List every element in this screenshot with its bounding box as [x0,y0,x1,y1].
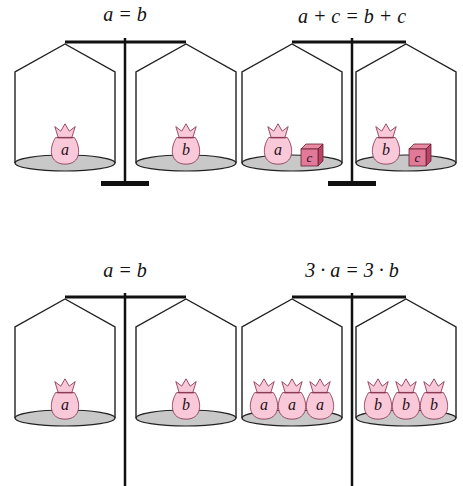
bag-letter: b [402,397,410,413]
weight-bag: b [361,377,395,421]
weight-bag: a [48,122,82,166]
bag-letter: a [274,142,282,158]
weight-bag: a [303,377,337,421]
bag-letter: b [430,397,438,413]
weight-bag: b [169,122,203,166]
weight-bag: b [417,377,451,421]
scale-pole [351,293,354,486]
bag-letter: a [316,397,324,413]
weight-bag: a [48,377,82,421]
weight-cube: c [301,144,323,166]
cube-letter: c [307,151,313,164]
scale-pole [351,38,354,183]
bag-letter: b [374,397,382,413]
weight-bag: a [261,122,295,166]
weight-bag: b [169,377,203,421]
bag-letter: a [288,397,296,413]
weight-bag: a [275,377,309,421]
scale-beam [292,41,406,44]
pan-base [356,155,456,171]
pan-frame [242,44,342,163]
bag-letter: b [382,142,390,158]
bag-letter: b [182,142,190,158]
scale-beam [292,296,406,299]
bag-letter: a [61,397,69,413]
scale-pole [124,293,127,486]
weight-bag: b [389,377,423,421]
scale-beam [65,296,186,299]
scale-pole [124,38,127,183]
balance-scale [15,38,236,186]
equation: a = b [103,258,147,282]
scale-base [328,181,376,186]
bag-letter: b [182,397,190,413]
pan-frame [356,44,456,163]
weight-cube: c [409,144,431,166]
weight-bag: a [247,377,281,421]
balance-scale [242,38,456,186]
scale-beam [65,41,186,44]
cube-letter: c [415,151,421,164]
equation: a + c = b + c [298,4,406,28]
pan-frame [136,44,236,163]
pan-frame [136,299,236,418]
equation: 3 · a = 3 · b [305,258,399,282]
pan-frame [15,44,115,163]
pan-base [242,155,342,171]
scale-base [101,181,149,186]
equation: a = b [103,2,147,26]
pan-frame [15,299,115,418]
balance-scale [15,293,236,486]
bag-letter: a [260,397,268,413]
balance-scale [242,293,456,486]
weight-bag: b [369,122,403,166]
bag-letter: a [61,142,69,158]
